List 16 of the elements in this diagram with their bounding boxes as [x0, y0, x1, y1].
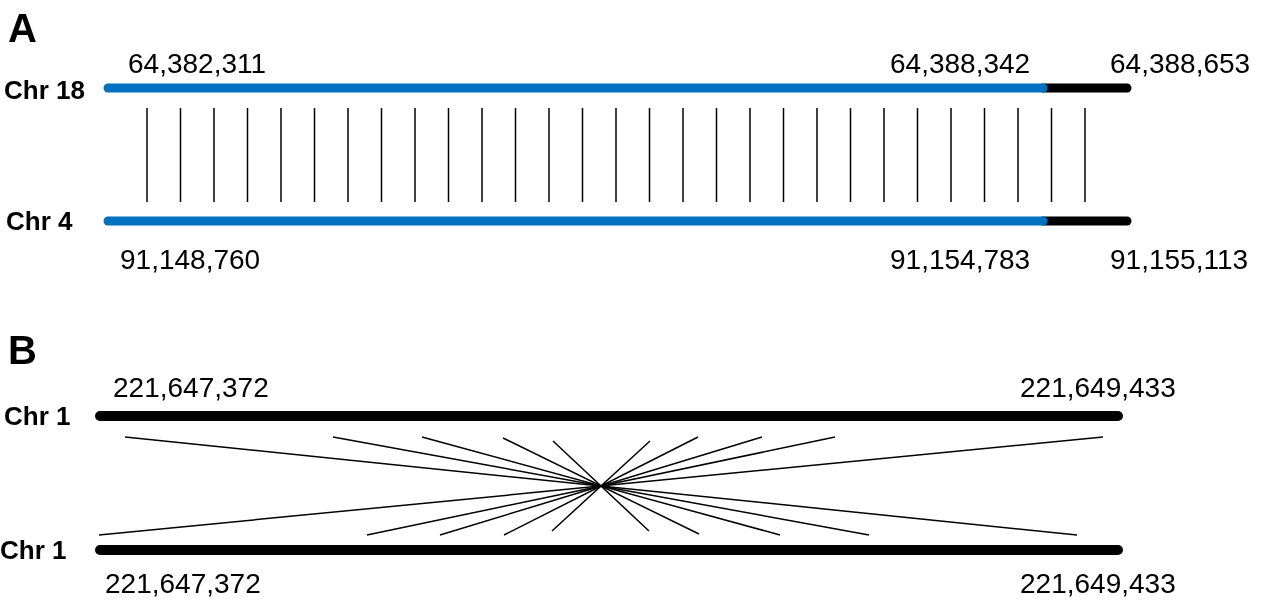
panel-letter: B — [8, 330, 37, 370]
coordinate-label: 91,154,783 — [890, 246, 1031, 274]
coordinate-label: 64,388,342 — [890, 50, 1031, 78]
coordinate-label: 91,155,113 — [1110, 246, 1249, 274]
coordinate-label: 221,647,372 — [105, 570, 261, 598]
coordinate-label: 64,382,311 — [128, 50, 267, 78]
chromosome-label: Chr 18 — [4, 77, 85, 103]
chromosome-label: Chr 4 — [6, 208, 73, 234]
panel-letter: A — [8, 8, 37, 48]
coordinate-label: 221,649,433 — [1020, 570, 1176, 598]
coordinate-label: 91,148,760 — [120, 246, 261, 274]
coordinate-label: 221,649,433 — [1020, 374, 1176, 402]
chromosome-label: Chr 1 — [0, 537, 67, 563]
coordinate-label: 64,388,653 — [1110, 50, 1251, 78]
chromosome-label: Chr 1 — [4, 403, 71, 429]
coordinate-label: 221,647,372 — [113, 374, 269, 402]
